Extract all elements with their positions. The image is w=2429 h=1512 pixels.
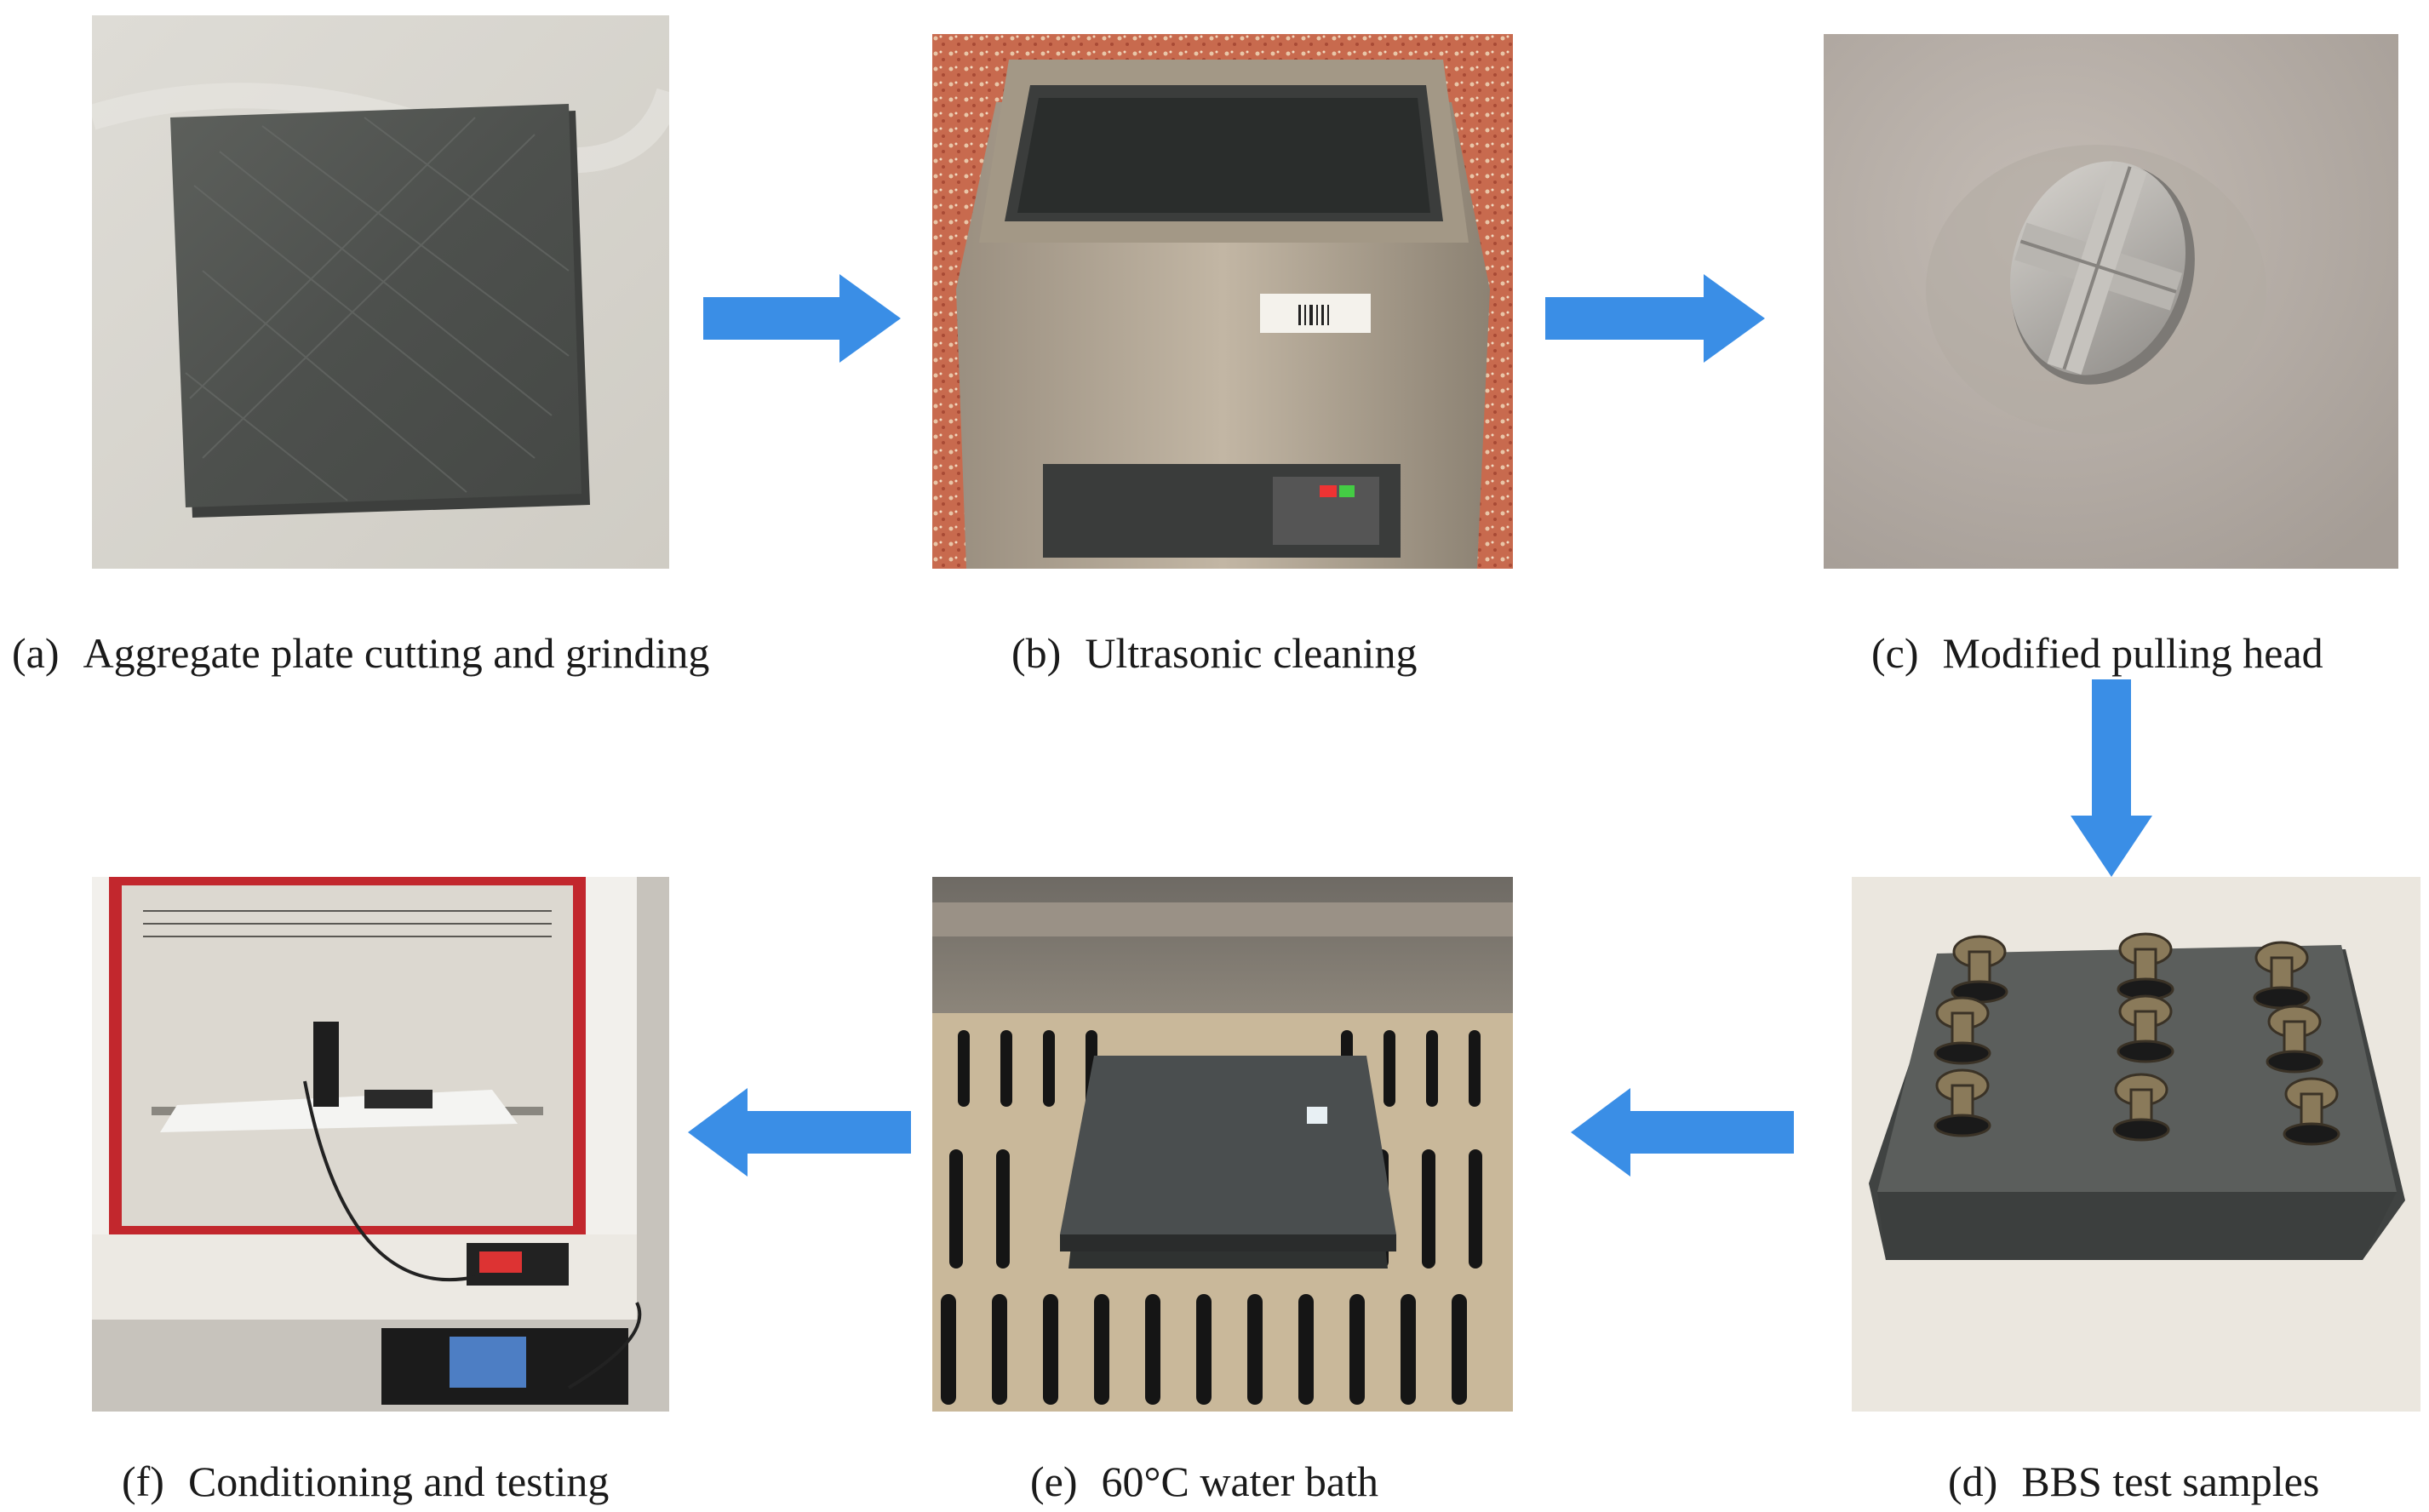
arrow-e-to-f-shape	[688, 1088, 911, 1177]
caption-e-tag: (e)	[1030, 1458, 1078, 1505]
panel-d-photo	[1852, 877, 2420, 1412]
caption-a-tag: (a)	[12, 629, 60, 677]
caption-f-tag: (f)	[122, 1458, 164, 1505]
arrow-c-to-d-shape	[2071, 679, 2152, 877]
caption-e: (e) 60°C water bath	[1030, 1456, 1378, 1507]
caption-a: (a) Aggregate plate cutting and grinding	[12, 627, 709, 679]
arrow-d-to-e	[1571, 1088, 1794, 1177]
caption-c-tag: (c)	[1871, 629, 1919, 677]
caption-f-text: Conditioning and testing	[187, 1458, 610, 1505]
caption-e-text: 60°C water bath	[1101, 1458, 1378, 1505]
panel-f-photo	[92, 877, 669, 1412]
arrow-e-to-f	[688, 1088, 911, 1177]
caption-f: (f) Conditioning and testing	[122, 1456, 609, 1507]
arrow-a-to-b-shape	[703, 274, 901, 363]
arrow-c-to-d	[2071, 679, 2152, 877]
panel-b-photo	[932, 34, 1513, 569]
caption-c-text: Modified pulling head	[1942, 629, 2323, 677]
arrow-d-to-e-shape	[1571, 1088, 1794, 1177]
arrow-b-to-c-shape	[1545, 274, 1765, 363]
arrow-b-to-c	[1545, 274, 1765, 363]
caption-d: (d) BBS test samples	[1948, 1456, 2319, 1507]
caption-d-text: BBS test samples	[2021, 1458, 2320, 1505]
caption-a-text: Aggregate plate cutting and grinding	[83, 629, 710, 677]
caption-b-tag: (b)	[1011, 629, 1062, 677]
caption-b-text: Ultrasonic cleaning	[1085, 629, 1418, 677]
panel-c-photo	[1824, 34, 2398, 569]
panel-e-photo	[932, 877, 1513, 1412]
caption-d-tag: (d)	[1948, 1458, 1998, 1505]
caption-b: (b) Ultrasonic cleaning	[1011, 627, 1417, 679]
arrow-a-to-b	[703, 274, 901, 363]
panel-a-photo	[92, 15, 669, 569]
caption-c: (c) Modified pulling head	[1871, 627, 2323, 679]
